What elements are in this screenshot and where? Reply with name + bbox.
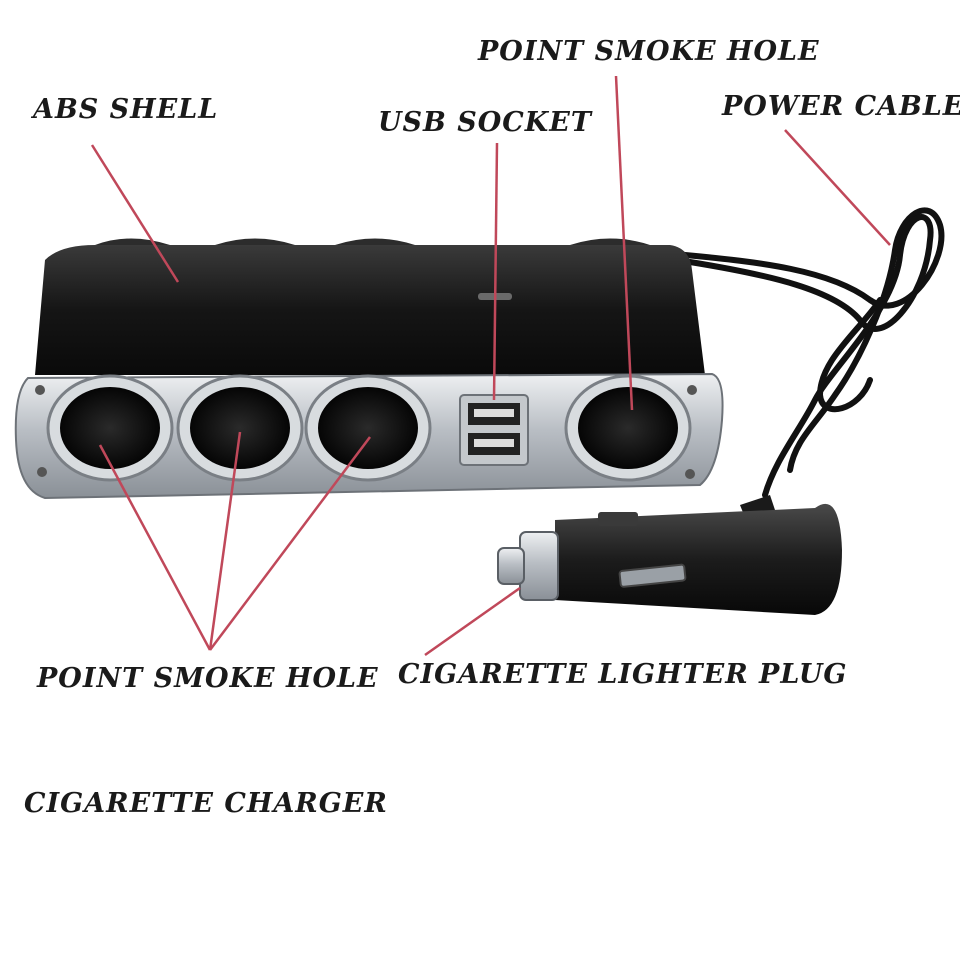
point-smoke-hole-bottom-label: POINT SMOKE HOLE	[37, 663, 379, 694]
socket-3	[304, 374, 432, 482]
leader-smoke-hole-3	[209, 436, 371, 651]
socket-2	[176, 374, 304, 482]
screw-icon	[687, 385, 697, 395]
power-cable-label: POWER CABLE	[722, 91, 960, 122]
lighter-plug-label: CIGARETTE LIGHTER PLUG	[398, 659, 848, 690]
cigarette-lighter-plug	[497, 495, 842, 615]
socket-4	[564, 374, 692, 482]
usb-socket-label: USB SOCKET	[378, 107, 592, 138]
socket-1	[46, 374, 174, 482]
leader-lines	[90, 75, 891, 657]
leader-power-cable	[784, 129, 891, 246]
leader-smoke-hole-2	[208, 431, 242, 651]
leader-usb-socket	[492, 142, 499, 401]
screw-icon	[685, 469, 695, 479]
usb-socket	[459, 394, 529, 466]
screw-icon	[35, 385, 45, 395]
leader-abs-shell	[90, 144, 180, 283]
leader-lighter-plug	[424, 586, 521, 657]
leader-smoke-hole-1	[98, 444, 212, 651]
leader-point-smoke-hole-top	[614, 75, 634, 411]
product-name-label: CIGARETTE CHARGER	[24, 788, 388, 819]
screw-icon	[37, 467, 47, 477]
point-smoke-hole-top-label: POINT SMOKE HOLE	[478, 36, 820, 67]
power-cable	[682, 207, 945, 498]
abs-shell-label: ABS SHELL	[33, 94, 219, 125]
